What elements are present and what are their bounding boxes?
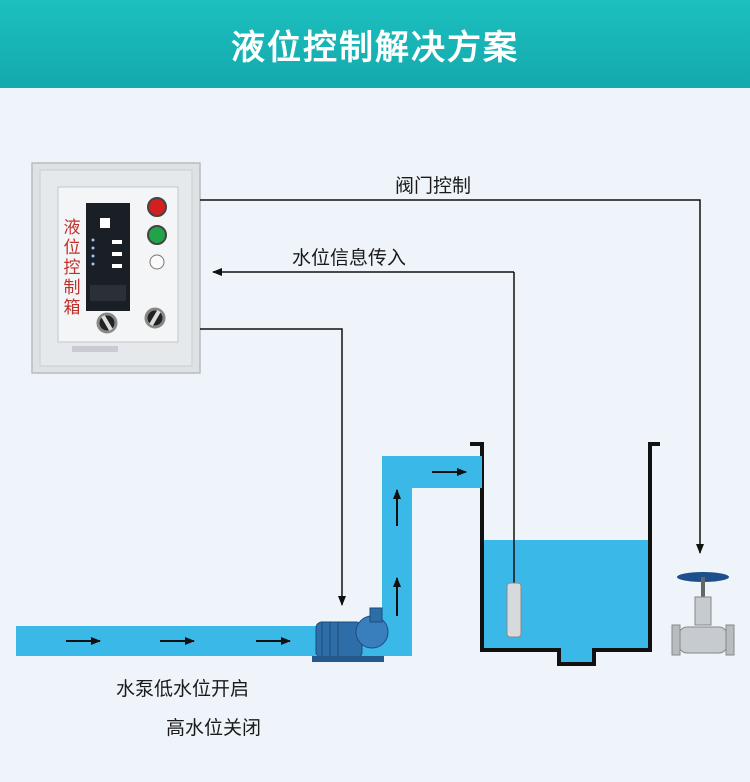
- level-sensor-probe: [506, 582, 522, 638]
- tank-water: [480, 540, 650, 650]
- gate-valve: [671, 572, 735, 656]
- green-indicator-lamp: [147, 225, 167, 245]
- header-banner: 液位控制解决方案: [0, 0, 750, 88]
- pump-high-level-label: 高水位关闭: [166, 717, 262, 739]
- control-box-label: 液位控制箱: [63, 218, 81, 318]
- page-title: 液位控制解决方案: [231, 27, 519, 68]
- water-level-info-label: 水位信息传入: [292, 247, 407, 269]
- water-tank: [470, 442, 660, 666]
- red-indicator-lamp: [147, 197, 167, 217]
- gauge-icon: [149, 254, 165, 270]
- control-box: [31, 162, 201, 374]
- valve-control-line: [200, 199, 704, 554]
- liquid-level-diagram: [16, 162, 735, 666]
- water-pump: [312, 607, 389, 662]
- pump-control-line: [200, 328, 346, 606]
- pump-low-level-label: 水泵低水位开启: [116, 678, 250, 700]
- valve-control-label: 阀门控制: [395, 175, 472, 197]
- water-pipe: [16, 456, 482, 656]
- flow-arrows: [66, 468, 467, 645]
